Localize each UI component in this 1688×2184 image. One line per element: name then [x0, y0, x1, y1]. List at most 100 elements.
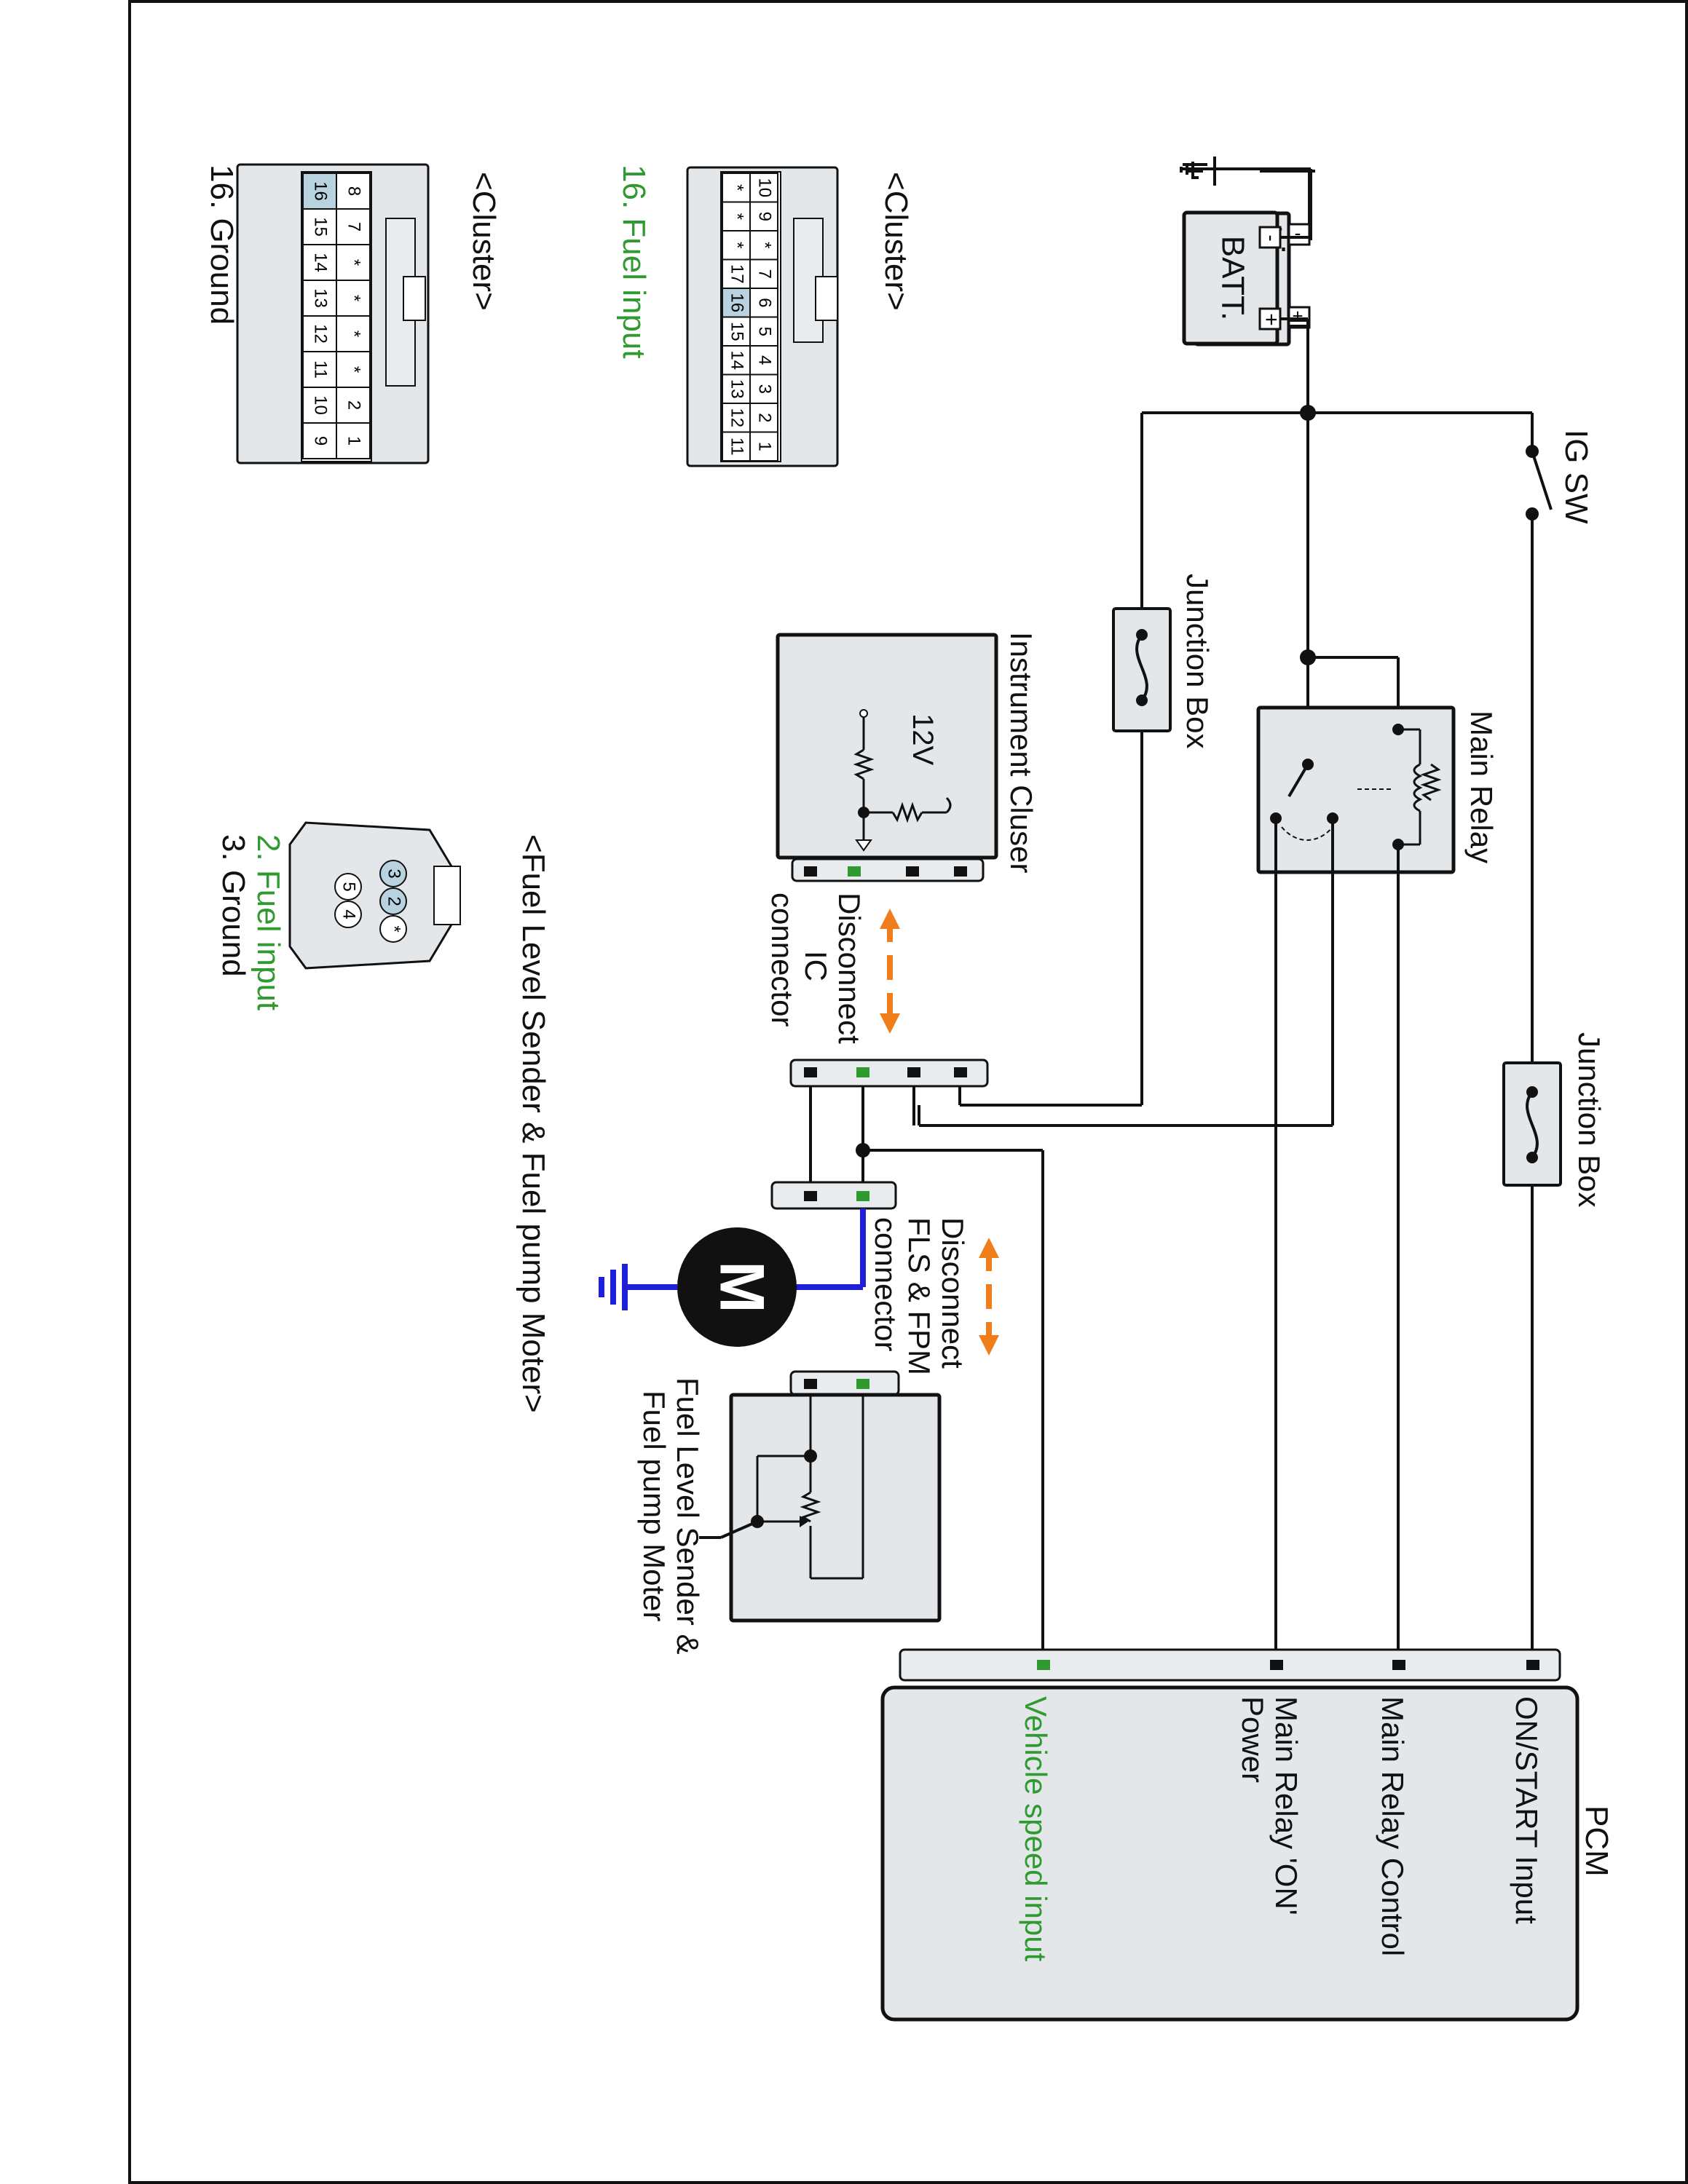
fls-pin [379, 860, 407, 887]
fls-pin-number: 5 [339, 882, 359, 891]
ic-harness-connector [789, 1059, 1044, 1666]
cluster-a-pin-number: 2 [755, 413, 775, 422]
main-relay-label: Main Relay [1464, 711, 1499, 863]
disconnect-ic-line2: IC [799, 951, 833, 981]
pcm-pin-vehicle-speed: Vehicle speed input [1019, 1696, 1053, 1962]
cluster-a-title: <Cluster> [878, 172, 914, 311]
cluster-b-pin-number: 2 [344, 400, 364, 410]
cluster-a-pin-number: 1 [755, 442, 775, 451]
pcm-label: PCM [1579, 1805, 1614, 1877]
fls-pin-number: 3 [384, 869, 404, 878]
cluster-b-pin-number: 9 [311, 436, 331, 446]
pcm-pin-relay-on-2: Power [1236, 1696, 1270, 1783]
cluster-b-pin-number: 1 [344, 436, 364, 446]
batt-minus: - [1261, 234, 1283, 241]
pcm-pin-on-start: ON/START Input [1510, 1696, 1544, 1924]
fls-pin-number: * [384, 925, 404, 932]
cluster-a-pin-cell [722, 288, 751, 318]
instrument-cluster [776, 633, 998, 882]
cluster-a-pin-number: * [727, 242, 747, 248]
fls-pin [334, 901, 362, 928]
cluster-b-pin-number: * [344, 331, 364, 337]
cluster-a-pin-number: 11 [727, 438, 747, 456]
cluster-a-pin-number: * [755, 242, 775, 248]
disconnect-ic-arrow [880, 909, 900, 1034]
cluster-b-pin-cell [302, 208, 337, 245]
cluster-a-pin-cell [722, 173, 751, 203]
cluster-a-pin-number: 7 [755, 269, 775, 279]
fls-pin [379, 887, 407, 915]
cluster-a-pin-cell [749, 258, 778, 289]
cluster-b-pin-number: * [344, 366, 364, 373]
cluster-b-pin-cell [302, 422, 337, 459]
cluster-a-pin-number: 6 [755, 298, 775, 307]
fls-label-line2: Fuel pump Moter [637, 1390, 671, 1621]
cluster-a-pin-number: 17 [727, 264, 747, 284]
battery-ground-symbol [1213, 157, 1315, 186]
cluster-b-pin-cell [302, 315, 337, 352]
fls-pin-number: 4 [339, 909, 359, 919]
cluster-a-pin-cell [722, 373, 751, 404]
cluster-b-pin-number: * [344, 295, 364, 301]
disconnect-fls-arrow [979, 1238, 999, 1356]
cluster-b-pin-number: 8 [344, 186, 364, 196]
pump-motor: M [599, 1227, 797, 1347]
cluster-b-pin-number: * [344, 259, 364, 266]
cluster-a-pin-number: * [727, 184, 747, 191]
battery-plus-label: + [1292, 305, 1303, 327]
page-border [128, 0, 1688, 2184]
fuel-level-sender [699, 1370, 942, 1623]
fls-label-line1: Fuel Level Sender & [671, 1377, 705, 1655]
pcm-pin-relay-on-1: Main Relay 'ON' [1269, 1696, 1304, 1915]
fls-connector-title: <Fuel Level Sender & Fuel pump Moter> [516, 834, 551, 1413]
fls-connector-view: 3 2 * 5 4 [288, 821, 461, 970]
cluster-b-pin-number: 14 [311, 253, 331, 272]
motor-symbol-label: M [706, 1261, 776, 1313]
batt-plus: + [1259, 313, 1283, 326]
ig-sw-label: IG SW [1558, 430, 1594, 524]
cluster-a-pin-cell [722, 431, 751, 462]
cluster-a-pin-number: 12 [727, 408, 747, 427]
junction-box-lower-label: Junction Box [1572, 1032, 1606, 1207]
pcm [880, 1648, 1579, 2022]
cluster-a-pin-number: 3 [755, 384, 775, 394]
fls-pin-number: 2 [384, 896, 404, 906]
pcm-pin-relay-control: Main Relay Control [1376, 1696, 1410, 1956]
cluster-a-pin-number: 5 [755, 327, 775, 336]
cluster-a-pin-number: 9 [755, 212, 775, 221]
battery-ground [1180, 162, 1312, 240]
fls-caption-signal: 2. Fuel input [251, 834, 286, 1010]
cluster-b-pin-number: 13 [311, 288, 331, 308]
disconnect-fls-line2: FLS & FPM [902, 1217, 936, 1375]
cluster-a-pin-number: 4 [755, 355, 775, 365]
cluster-a-pin-cell [722, 201, 751, 232]
cluster-a-pin-cell [722, 258, 751, 289]
cluster-a-pin-number: 16 [727, 293, 747, 312]
cluster-a-caption: 16. Fuel input [616, 165, 652, 359]
fls-pin [334, 873, 362, 901]
ic-12v-label: 12V [907, 713, 939, 765]
disconnect-ic-line1: Disconnect [832, 893, 867, 1044]
cluster-b-pin-number: 7 [344, 222, 364, 232]
instrument-cluster-label: Instrument Cluser [1004, 632, 1038, 873]
cluster-a-pin-number: 13 [727, 379, 747, 399]
cluster-a-pin-number: 10 [755, 178, 775, 197]
cluster-b-pin-cell [336, 422, 371, 459]
cluster-b-pin-number: 16 [311, 181, 331, 201]
disconnect-fls-line1: Disconnect [936, 1217, 970, 1369]
cluster-a-pin-cell [749, 288, 778, 318]
cluster-a-pin-number: 15 [727, 322, 747, 341]
cluster-b-pin-cell [336, 351, 371, 388]
cluster-a-pin-number: * [727, 213, 747, 220]
power-wiring [958, 317, 1562, 1666]
cluster-b-caption: 16. Ground [204, 165, 240, 325]
batt-text: BATT. [1215, 236, 1250, 321]
cluster-a-pin-number: 14 [727, 350, 747, 370]
battery-minus-label: - [1295, 222, 1301, 244]
cluster-b-title: <Cluster> [466, 172, 502, 311]
fls-caption-ground: 3. Ground [216, 834, 251, 977]
cluster-a-pin-cell [749, 201, 778, 232]
cluster-a-pin-cell [749, 431, 778, 462]
